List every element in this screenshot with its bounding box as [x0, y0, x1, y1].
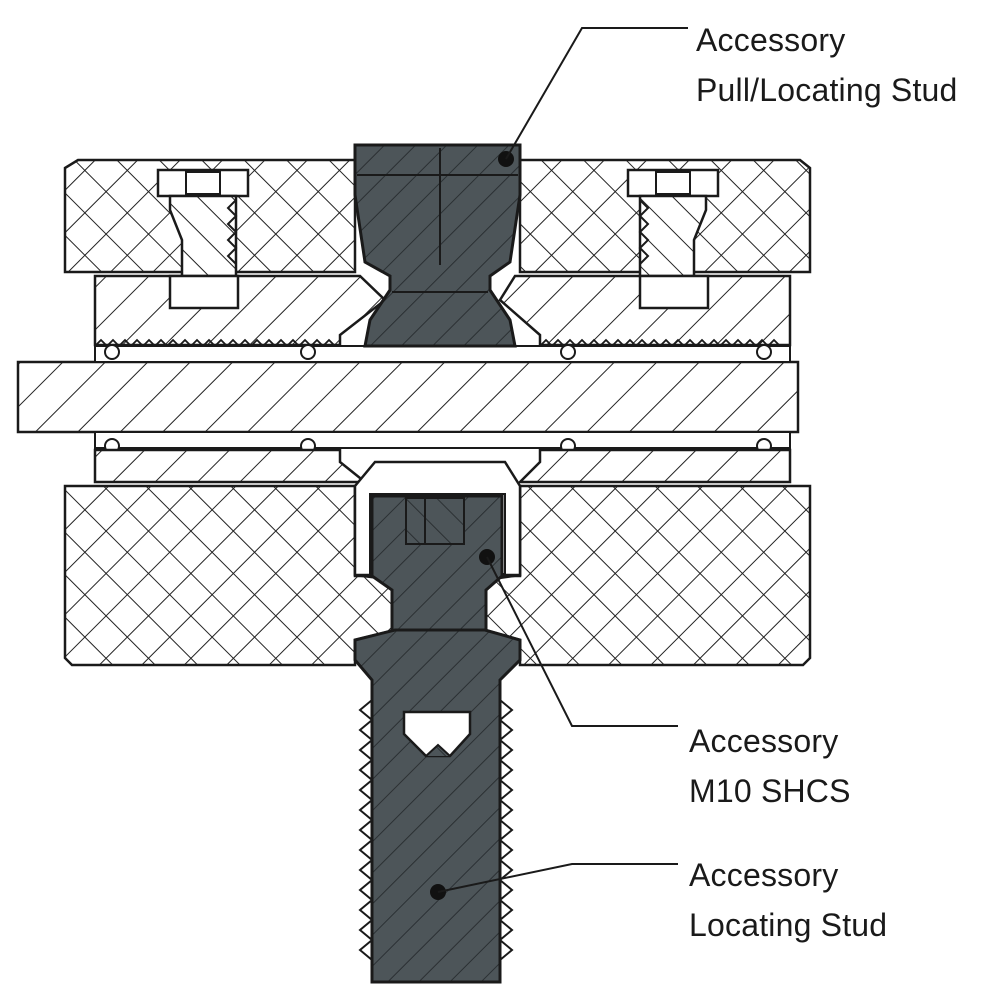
callout-locating-stud-line2: Locating Stud: [689, 907, 888, 943]
callout-pull-stud-label: Accessory Pull/Locating Stud: [696, 15, 958, 115]
callout-locating-stud-label: Accessory Locating Stud: [689, 850, 887, 950]
upper-jaw: [93, 274, 792, 347]
leader-locating-stud: [437, 863, 678, 893]
lead-screw-shaft: [16, 338, 800, 454]
leader-lines: [437, 27, 688, 893]
callout-pull-stud-line2: Pull/Locating Stud: [696, 72, 958, 108]
locating-stud: [353, 628, 522, 984]
leader-pull-stud: [505, 27, 688, 160]
callout-pull-stud-line1: Accessory: [696, 22, 846, 58]
callout-locating-stud-line1: Accessory: [689, 857, 839, 893]
lower-jaw: [93, 448, 792, 484]
pull-locating-stud: [353, 143, 522, 348]
top-cap-screw-right: [626, 168, 720, 302]
callout-shcs-line2: M10 SHCS: [689, 773, 851, 809]
top-cap-screw-left: [156, 168, 250, 302]
callout-shcs-label: Accessory M10 SHCS: [689, 716, 851, 816]
leader-shcs: [486, 556, 678, 727]
callout-shcs-line1: Accessory: [689, 723, 839, 759]
